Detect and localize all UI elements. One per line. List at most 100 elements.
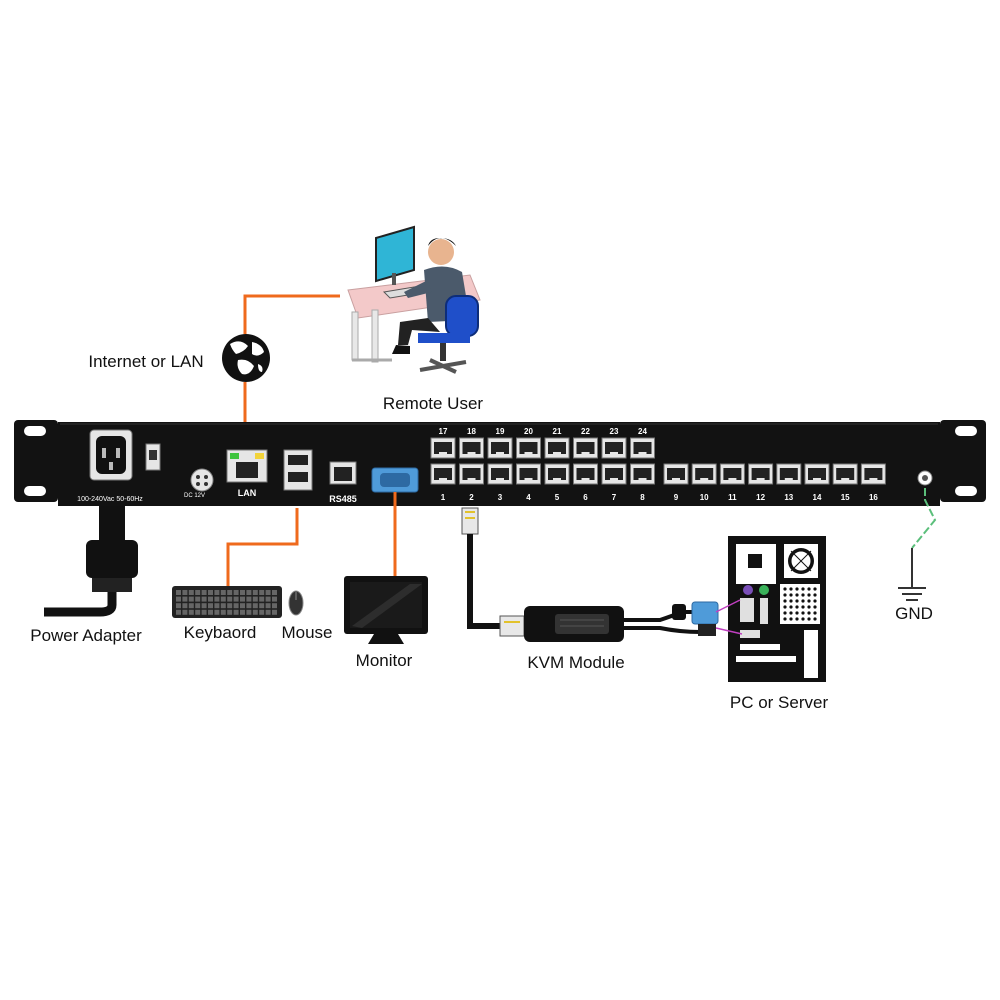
vent-hole	[813, 617, 817, 621]
rj45-port-top: 18	[459, 427, 484, 459]
vent-hole	[795, 611, 799, 615]
label-gnd: GND	[895, 604, 933, 623]
rack-ear-hole	[955, 426, 977, 436]
keyboard-key	[201, 596, 207, 602]
keyboard-key	[272, 590, 277, 595]
keyboard-key	[240, 596, 245, 602]
port-number: 7	[612, 493, 617, 502]
keyboard-key	[208, 590, 213, 595]
keyboard-key	[265, 590, 271, 595]
keyboard-key	[227, 590, 233, 595]
port-number: 20	[524, 427, 533, 436]
label-mouse: Mouse	[281, 623, 332, 642]
vent-hole	[807, 611, 811, 615]
vent-hole	[795, 605, 799, 609]
keyboard-key	[176, 603, 181, 609]
rj45-port-bottom: 11	[719, 463, 745, 502]
keyboard-key	[208, 609, 213, 615]
rj45-port-bottom: 7	[601, 463, 627, 502]
keyboard-key	[252, 590, 258, 595]
keyboard-key	[265, 603, 271, 609]
keyboard-key	[214, 603, 220, 609]
keyboard-key	[220, 609, 226, 615]
keyboard-key	[182, 596, 188, 602]
rack-ear-hole	[955, 486, 977, 496]
port-number: 14	[813, 493, 822, 502]
port-number: 19	[496, 427, 505, 436]
remote-user-icon	[347, 225, 481, 374]
rj45-port-bottom: 15	[832, 463, 858, 502]
keyboard-key	[195, 596, 201, 602]
keyboard-key	[195, 609, 201, 615]
keyboard-key	[272, 596, 277, 602]
ground-terminal	[898, 470, 937, 601]
rj45-port-top: 23	[601, 427, 627, 459]
vent-hole	[813, 611, 817, 615]
keyboard-key	[265, 609, 271, 615]
keyboard-key	[259, 603, 265, 609]
keyboard-key	[240, 609, 245, 615]
port-number: 16	[869, 493, 878, 502]
keyboard-key	[201, 603, 207, 609]
cat5-cable	[461, 507, 502, 629]
vent-hole	[783, 599, 787, 603]
rj45-port-top: 19	[487, 427, 513, 459]
rack-ear-hole	[24, 486, 46, 496]
keyboard-key	[182, 603, 188, 609]
keyboard-key	[259, 590, 265, 595]
keyboard-key	[176, 596, 181, 602]
keyboard-key	[233, 596, 239, 602]
keyboard-key	[227, 603, 233, 609]
vent-hole	[783, 605, 787, 609]
keyboard-key	[252, 596, 258, 602]
vent-hole	[807, 605, 811, 609]
label-kvm-module: KVM Module	[527, 653, 624, 672]
port-number: 6	[583, 493, 588, 502]
keyboard-key	[246, 603, 252, 609]
keyboard-key	[259, 596, 265, 602]
rj45-port-bottom: 5	[544, 463, 570, 502]
rj45-port-bottom: 4	[516, 463, 541, 502]
rack-ear-hole	[24, 426, 46, 436]
globe-icon	[222, 334, 270, 382]
vent-hole	[813, 587, 817, 591]
vent-hole	[801, 587, 805, 591]
keyboard-key	[220, 596, 226, 602]
keyboard-key	[195, 590, 201, 595]
keyboard-key	[252, 603, 258, 609]
keyboard-key	[227, 596, 233, 602]
keyboard-key	[246, 590, 252, 595]
port-number: 5	[555, 493, 560, 502]
rj45-port-bottom: 2	[459, 463, 484, 502]
rj45-port-bottom: 6	[573, 463, 598, 502]
vent-hole	[801, 599, 805, 603]
vent-hole	[783, 587, 787, 591]
label-keyboard: Keybaord	[184, 623, 257, 642]
keyboard-key	[272, 603, 277, 609]
vent-hole	[813, 599, 817, 603]
keyboard-key	[259, 609, 265, 615]
port-number: 24	[638, 427, 647, 436]
vent-hole	[807, 617, 811, 621]
vent-hole	[789, 605, 793, 609]
keyboard-key	[214, 590, 220, 595]
power-cable-icon	[44, 506, 138, 617]
keyboard-key	[220, 590, 226, 595]
vent-hole	[789, 593, 793, 597]
vent-hole	[801, 611, 805, 615]
port-number: 21	[553, 427, 562, 436]
vent-hole	[789, 611, 793, 615]
port-number: 4	[526, 493, 531, 502]
keyboard-key	[208, 603, 213, 609]
vent-hole	[783, 611, 787, 615]
rj45-port-bottom: 10	[691, 463, 717, 502]
rj45-port-bottom: 12	[748, 463, 774, 502]
port-number: 15	[841, 493, 850, 502]
vent-hole	[795, 617, 799, 621]
vent-hole	[795, 593, 799, 597]
monitor-icon	[344, 576, 428, 644]
lan-label: LAN	[238, 488, 257, 498]
keyboard-key	[201, 609, 207, 615]
rj45-port-bottom: 8	[630, 463, 655, 502]
